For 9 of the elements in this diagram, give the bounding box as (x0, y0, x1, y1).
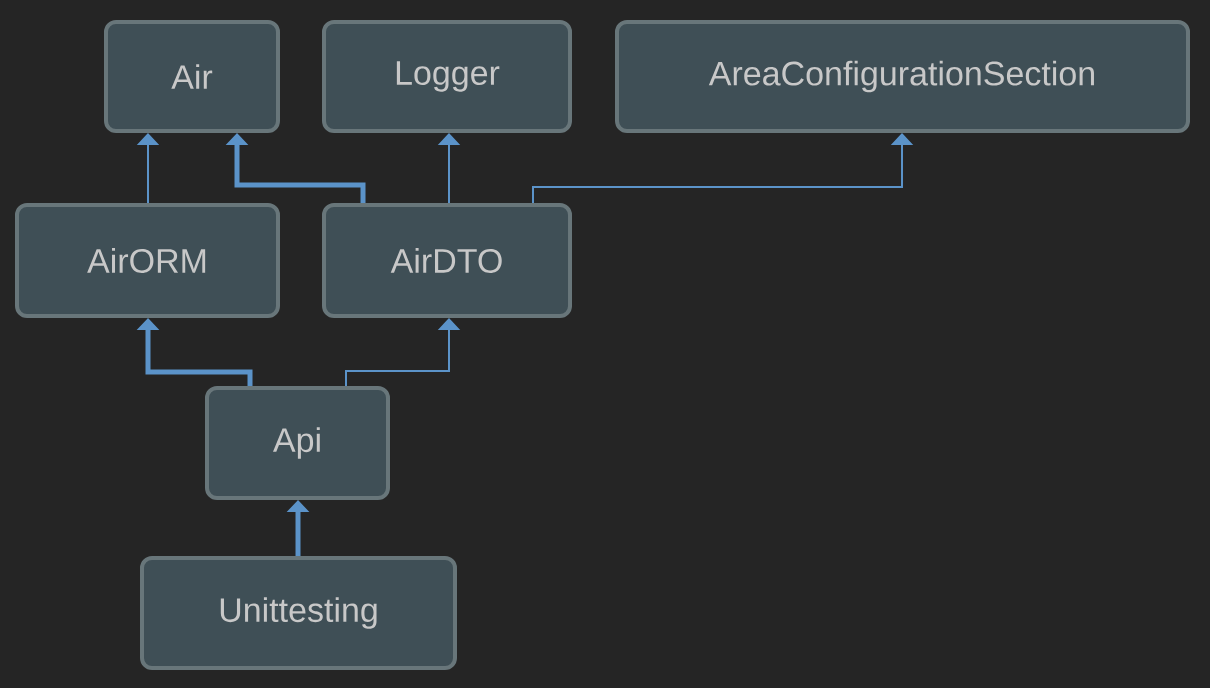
module-box: Unittesting (140, 556, 457, 670)
module-box: AirDTO (322, 203, 572, 318)
module-box: AreaConfigurationSection (615, 20, 1190, 133)
module-box: Air (104, 20, 280, 133)
arrow (136, 318, 253, 386)
module-box: Api (205, 386, 390, 500)
module-box: AirORM (15, 203, 280, 318)
arrow (225, 133, 366, 203)
module-box: Logger (322, 20, 572, 133)
